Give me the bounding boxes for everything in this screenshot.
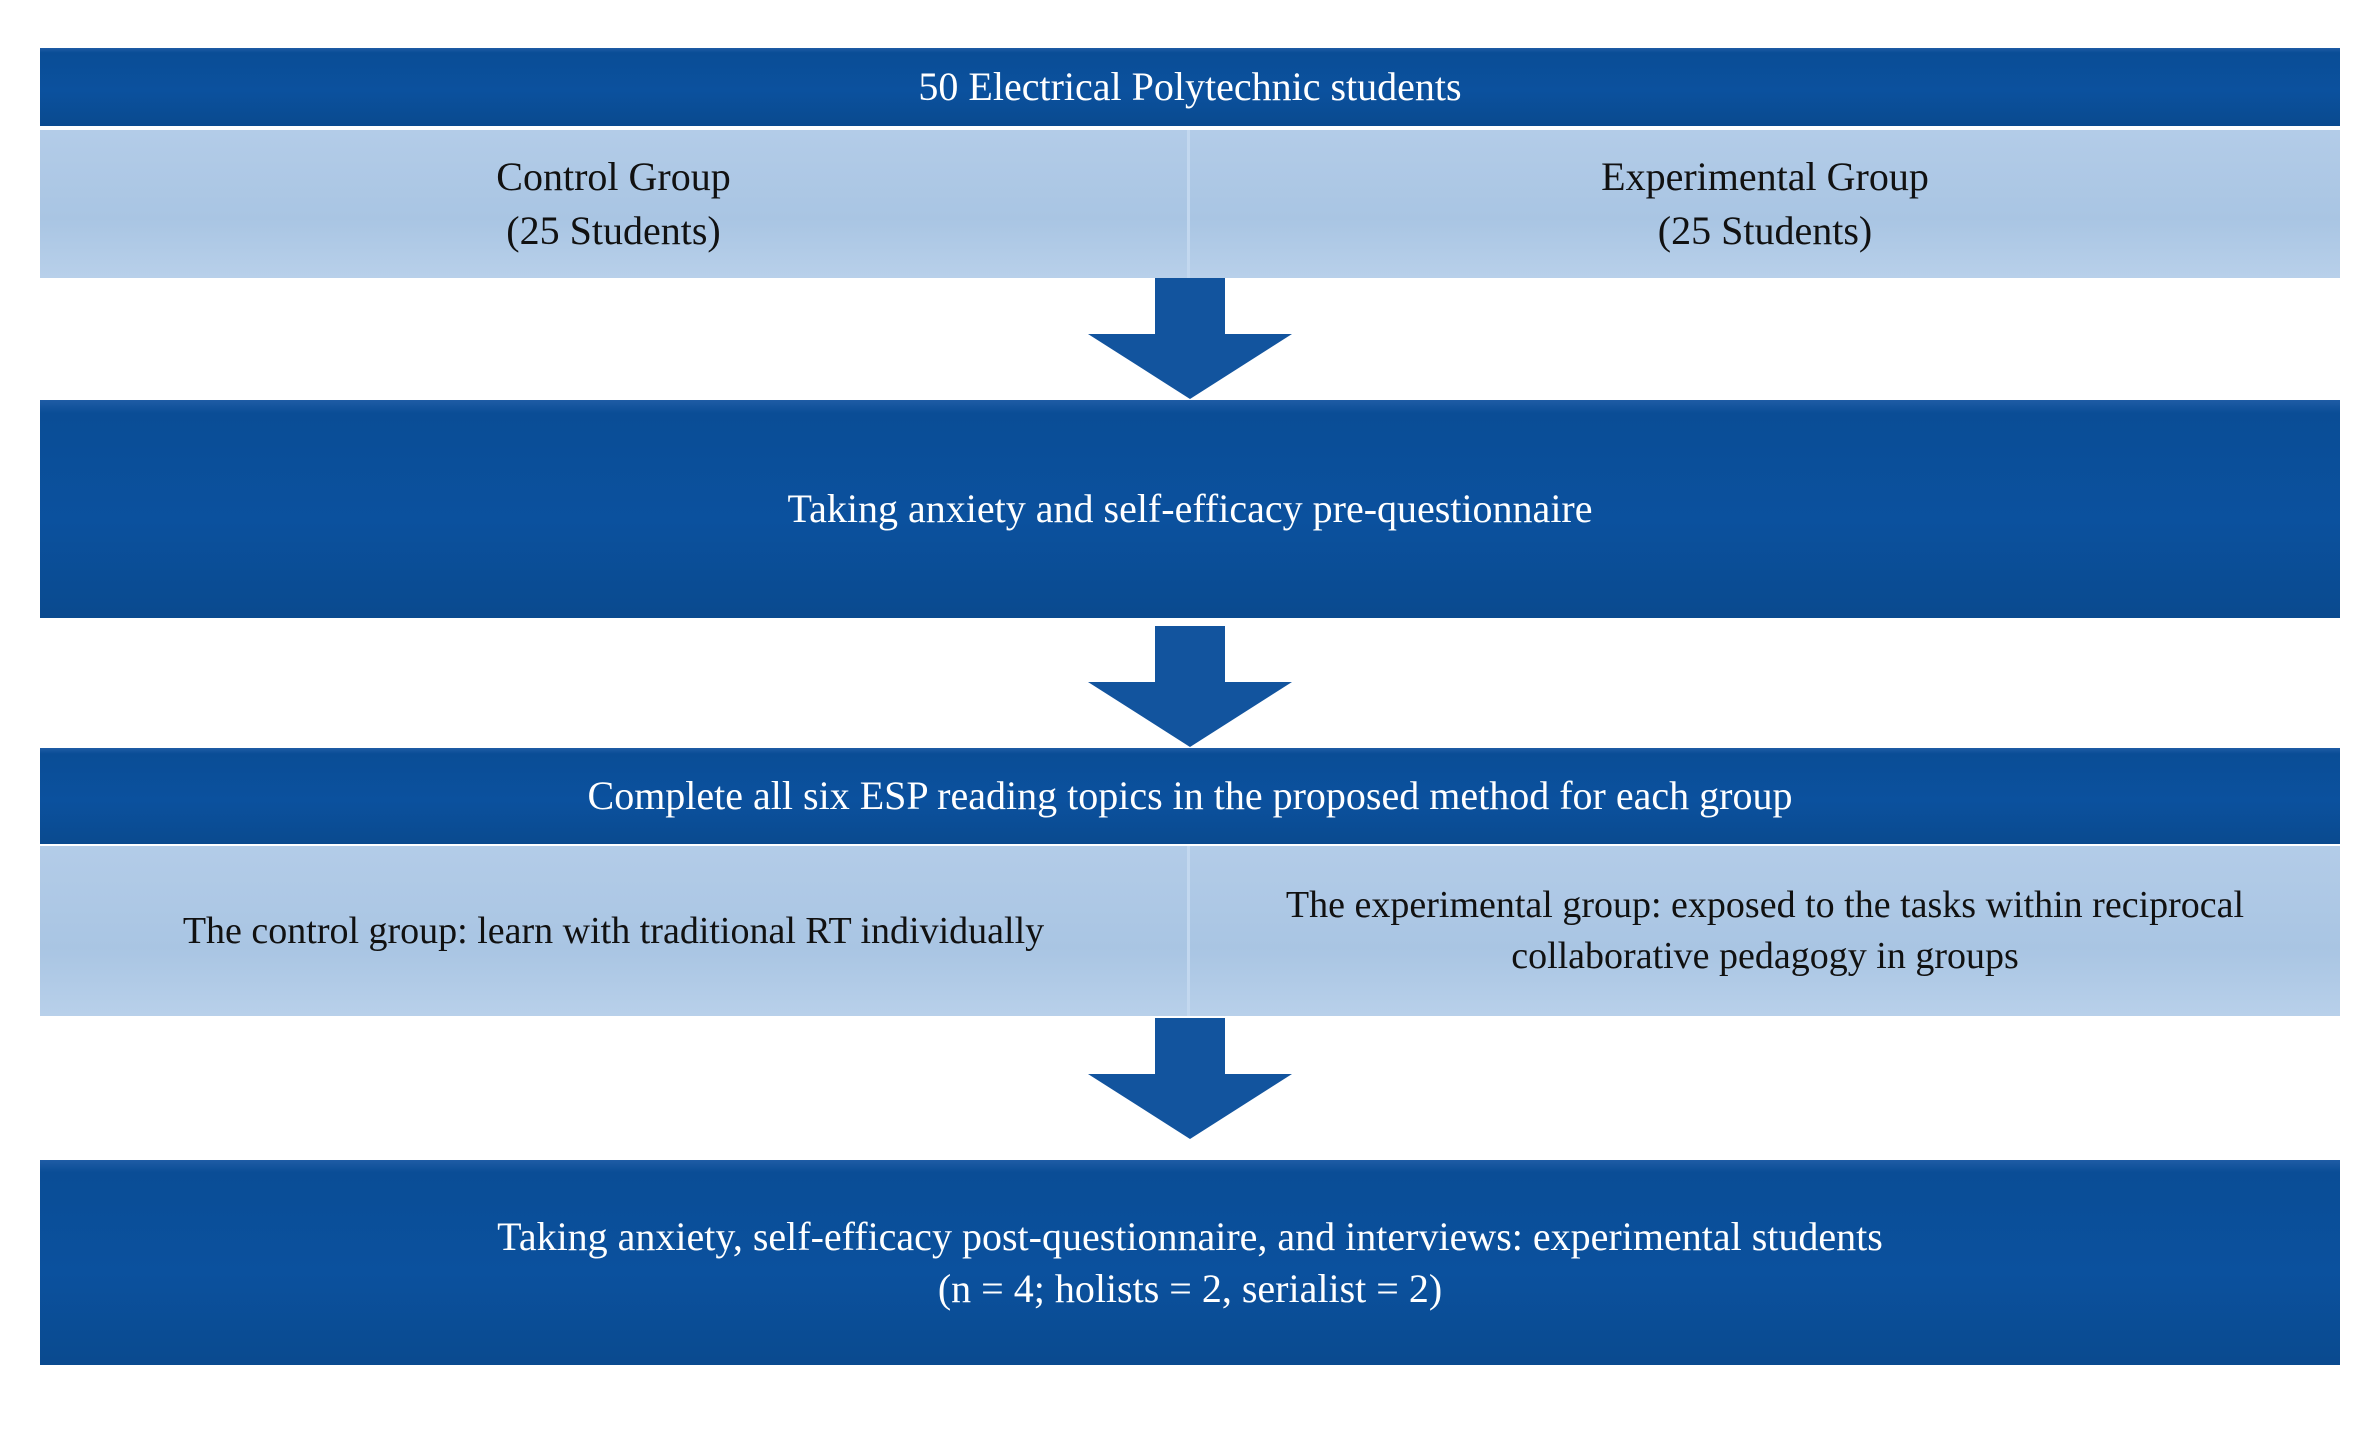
pre-questionnaire-text: Taking anxiety and self-efficacy pre-que… xyxy=(787,486,1593,532)
post-questionnaire-text: Taking anxiety, self-efficacy post-quest… xyxy=(497,1214,1883,1260)
stage-treatment-title: Complete all six ESP reading topics in t… xyxy=(40,748,2340,844)
experimental-method-label: The experimental group: exposed to the t… xyxy=(1285,884,2245,977)
stage-pre-questionnaire: Taking anxiety and self-efficacy pre-que… xyxy=(40,400,2340,618)
control-group-label: Control Group xyxy=(496,154,731,200)
stage-treatment-methods: The control group: learn with traditiona… xyxy=(40,846,2340,1016)
participants-title-text: 50 Electrical Polytechnic students xyxy=(918,64,1462,110)
control-group-cell: Control Group (25 Students) xyxy=(40,130,1190,278)
stage-participants-title: 50 Electrical Polytechnic students xyxy=(40,48,2340,126)
experimental-group-label: Experimental Group xyxy=(1601,154,1929,200)
stage-participants-groups: Control Group (25 Students) Experimental… xyxy=(40,130,2340,278)
experimental-method-cell: The experimental group: exposed to the t… xyxy=(1190,846,2340,1016)
experimental-group-cell: Experimental Group (25 Students) xyxy=(1190,130,2340,278)
treatment-title-text: Complete all six ESP reading topics in t… xyxy=(587,773,1793,819)
control-method-label: The control group: learn with traditiona… xyxy=(182,909,1045,952)
experimental-group-count: (25 Students) xyxy=(1657,208,1873,253)
control-group-count: (25 Students) xyxy=(506,208,721,253)
post-questionnaire-block: Taking anxiety, self-efficacy post-quest… xyxy=(40,1160,2340,1365)
post-questionnaire-sample: (n = 4; holists = 2, serialist = 2) xyxy=(937,1265,1443,1311)
control-method-cell: The control group: learn with traditiona… xyxy=(40,846,1190,1016)
stage-post-questionnaire: Taking anxiety, self-efficacy post-quest… xyxy=(40,1160,2340,1365)
